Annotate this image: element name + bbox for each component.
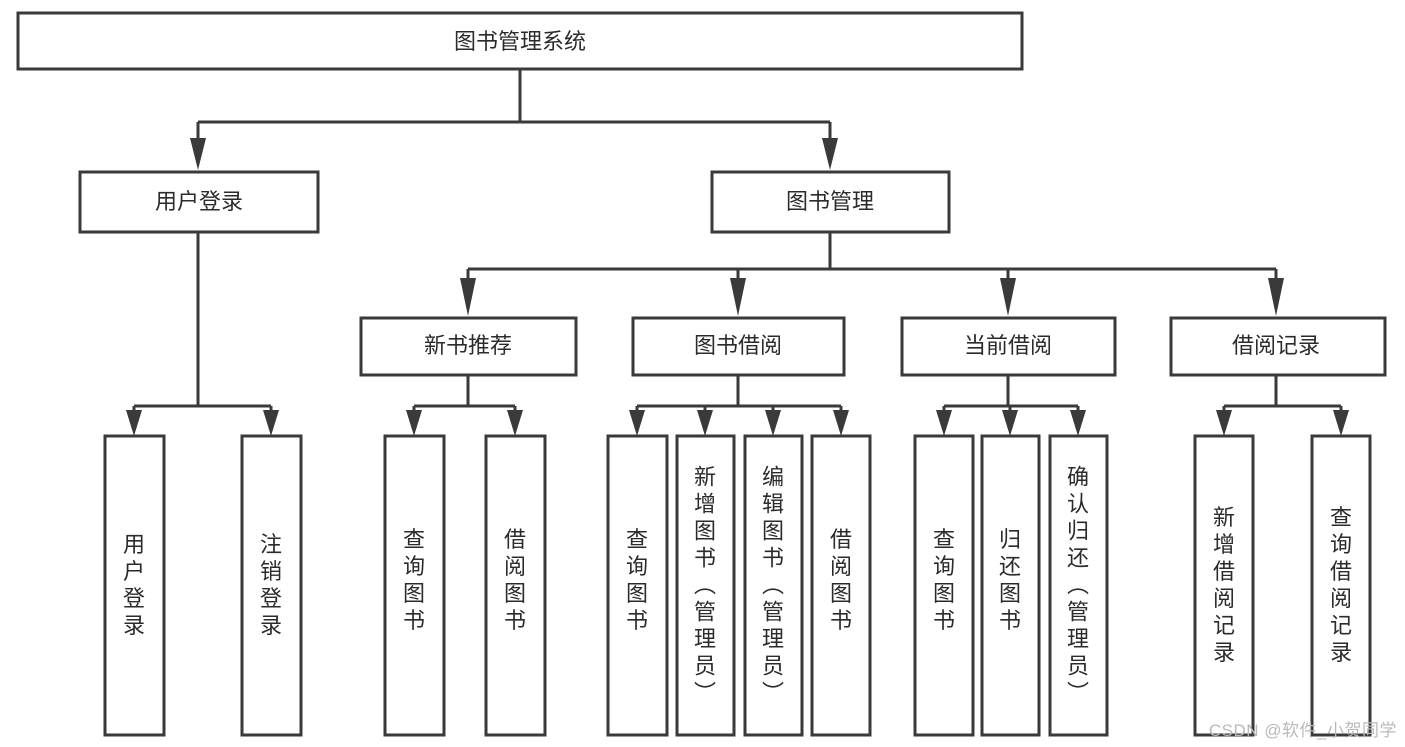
arrow-head-new-book-leaf-0: [406, 410, 422, 436]
arrow-head-user-login: [190, 138, 206, 170]
leaf-book-borrow-3-box[interactable]: [810, 434, 872, 737]
leaf-borrow-record-0-label: 新增借阅记录: [1213, 505, 1235, 665]
leaf-book-borrow-3[interactable]: 借阅图书: [810, 434, 872, 737]
node-book-manage-label: 图书管理: [786, 189, 874, 214]
connector-layer: [126, 69, 1349, 436]
leaf-current-borrow-2-box[interactable]: [1048, 434, 1109, 737]
leaf-current-borrow-2-label: 确认归还︵管理员︶: [1067, 465, 1089, 706]
node-root-label: 图书管理系统: [454, 29, 586, 54]
leaf-current-borrow-0[interactable]: 查询图书: [913, 434, 975, 737]
node-user-login[interactable]: 用户登录: [78, 170, 320, 234]
node-root[interactable]: 图书管理系统: [16, 11, 1024, 71]
arrow-head-borrow-record-leaf-1: [1333, 410, 1349, 436]
arrow-head-current-borrow-leaf-0: [936, 410, 952, 436]
node-book-manage[interactable]: 图书管理: [710, 170, 951, 234]
leaf-user-login-0-box[interactable]: [103, 434, 166, 737]
node-new-book-recommend-label: 新书推荐: [424, 333, 512, 358]
arrow-head-level3-1: [730, 278, 746, 316]
leaf-borrow-record-0-box[interactable]: [1193, 434, 1255, 737]
leaf-book-borrow-1-label: 新增图书︵管理员︶: [694, 465, 716, 706]
node-book-borrow-box[interactable]: [631, 316, 846, 377]
leaf-current-borrow-1-box[interactable]: [980, 434, 1041, 737]
arrow-head-user-login-leaf-1: [263, 410, 279, 436]
arrow-head-level3-2: [1000, 278, 1016, 316]
arrow-head-user-login-leaf-0: [126, 410, 142, 436]
arrow-head-current-borrow-leaf-2: [1070, 410, 1086, 436]
arrow-head-new-book-leaf-1: [507, 410, 523, 436]
leaf-current-borrow-1-label: 归还图书: [999, 527, 1021, 633]
leaf-book-borrow-2-box[interactable]: [743, 434, 804, 737]
leaf-user-login-1-label: 注销登录: [260, 532, 282, 638]
leaf-book-borrow-0-label: 查询图书: [626, 527, 648, 633]
leaf-book-borrow-3-label: 借阅图书: [830, 527, 852, 633]
arrow-head-current-borrow-leaf-1: [1002, 410, 1018, 436]
leaf-new-book-0-box[interactable]: [383, 434, 446, 737]
arrow-head-borrow-record-leaf-0: [1216, 410, 1232, 436]
arrow-head-book-borrow-leaf-0: [629, 410, 645, 436]
leaf-borrow-record-0[interactable]: 新增借阅记录: [1193, 434, 1255, 737]
node-root-box[interactable]: [16, 11, 1024, 71]
leaf-new-book-1-label: 借阅图书: [504, 527, 526, 633]
leaf-current-borrow-2[interactable]: 确认归还︵管理员︶: [1048, 434, 1109, 737]
leaf-current-borrow-1[interactable]: 归还图书: [980, 434, 1041, 737]
arrow-head-book-manage: [822, 138, 838, 170]
node-new-book-recommend[interactable]: 新书推荐: [359, 316, 578, 377]
node-current-borrow[interactable]: 当前借阅: [900, 316, 1117, 377]
leaf-book-borrow-0[interactable]: 查询图书: [606, 434, 669, 737]
leaf-current-borrow-0-box[interactable]: [913, 434, 975, 737]
node-user-login-label: 用户登录: [155, 189, 243, 214]
node-borrow-record[interactable]: 借阅记录: [1169, 316, 1387, 377]
node-user-login-box[interactable]: [78, 170, 320, 234]
arrow-head-book-borrow-leaf-1: [697, 410, 713, 436]
leaf-borrow-record-1-box[interactable]: [1310, 434, 1372, 737]
leaf-book-borrow-2[interactable]: 编辑图书︵管理员︶: [743, 434, 804, 737]
leaf-user-login-0[interactable]: 用户登录: [103, 434, 166, 737]
leaf-user-login-1-box[interactable]: [240, 434, 303, 737]
leaf-borrow-record-1-label: 查询借阅记录: [1330, 505, 1352, 665]
leaf-user-login-1[interactable]: 注销登录: [240, 434, 303, 737]
leaf-book-borrow-1-box[interactable]: [675, 434, 736, 737]
node-book-manage-box[interactable]: [710, 170, 951, 234]
node-new-book-recommend-box[interactable]: [359, 316, 578, 377]
leaf-new-book-1-box[interactable]: [484, 434, 547, 737]
leaf-borrow-record-1[interactable]: 查询借阅记录: [1310, 434, 1372, 737]
leaf-new-book-0-label: 查询图书: [403, 527, 425, 633]
node-borrow-record-box[interactable]: [1169, 316, 1387, 377]
node-borrow-record-label: 借阅记录: [1232, 333, 1320, 358]
leaf-book-borrow-2-label: 编辑图书︵管理员︶: [762, 465, 784, 706]
leaf-current-borrow-0-label: 查询图书: [933, 527, 955, 633]
arrow-head-book-borrow-leaf-3: [833, 410, 849, 436]
leaf-book-borrow-0-box[interactable]: [606, 434, 669, 737]
leaf-book-borrow-1[interactable]: 新增图书︵管理员︶: [675, 434, 736, 737]
node-book-borrow[interactable]: 图书借阅: [631, 316, 846, 377]
leaf-new-book-0[interactable]: 查询图书: [383, 434, 446, 737]
node-current-borrow-label: 当前借阅: [964, 333, 1052, 358]
leaf-new-book-1[interactable]: 借阅图书: [484, 434, 547, 737]
node-book-borrow-label: 图书借阅: [694, 333, 782, 358]
arrow-head-book-borrow-leaf-2: [765, 410, 781, 436]
arrow-head-level3-3: [1268, 278, 1284, 316]
node-current-borrow-box[interactable]: [900, 316, 1117, 377]
arrow-head-level3-0: [460, 278, 476, 316]
leaf-user-login-0-label: 用户登录: [123, 532, 145, 638]
